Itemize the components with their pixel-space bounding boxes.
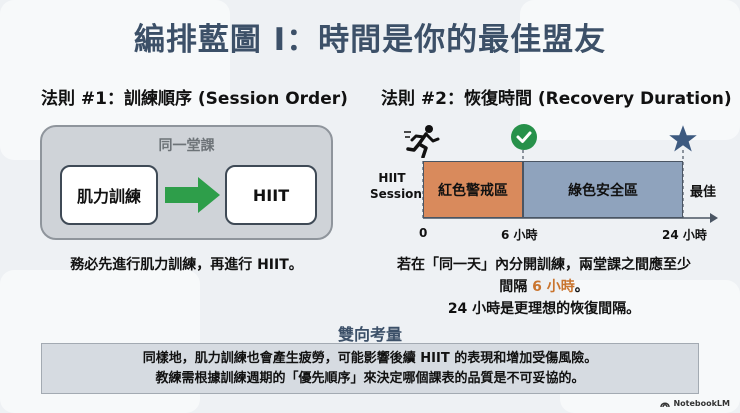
star-icon: [669, 125, 697, 152]
two-way-consideration-title: 雙向考量: [337, 325, 402, 344]
bottom-line1: 同樣地，肌力訓練也會產生疲勞，可能影響後續 HIIT 的表現和增加受傷風險。: [142, 350, 598, 366]
best-label: 最佳: [690, 185, 717, 200]
brand-text: NotebookLM: [673, 399, 730, 408]
rule2-caption: 若在「同一天」內分開訓練，兩堂課之間應至少 間隔 6 小時。 24 小時是更理想…: [368, 254, 720, 320]
hiit-session-line1: HIIT: [378, 171, 406, 185]
hiit-box: HIIT: [225, 165, 317, 225]
same-class-container: 同一堂課 肌力訓練 HIIT: [40, 125, 333, 240]
rule2-heading: 法則 #2：恢復時間 (Recovery Duration): [381, 89, 732, 109]
same-class-label: 同一堂課: [158, 138, 215, 154]
notebooklm-brand: NotebookLM: [660, 399, 730, 408]
red-warning-zone: 紅色警戒區: [423, 161, 523, 218]
strength-training-box: 肌力訓練: [60, 165, 158, 225]
running-person-icon: [404, 125, 440, 158]
rule2-caption-line1: 若在「同一天」內分開訓練，兩堂課之間應至少: [397, 257, 691, 273]
rule1-caption: 務必先進行肌力訓練，再進行 HIIT。: [70, 257, 303, 273]
notebooklm-logo-icon: [660, 402, 671, 407]
two-way-consideration-box: 同樣地，肌力訓練也會產生疲勞，可能影響後續 HIIT 的表現和增加受傷風險。 教…: [41, 343, 699, 394]
hiit-session-line2: Session: [370, 187, 422, 201]
hiit-session-label: HIIT Session: [370, 170, 422, 202]
background-piece: [520, 0, 740, 140]
green-safe-zone: 綠色安全區: [523, 161, 683, 218]
caption-prefix: 間隔: [499, 279, 533, 295]
rule2-caption-line3: 24 小時是更理想的恢復間隔。: [447, 301, 641, 317]
page-title: 編排藍圖 I：時間是你的最佳盟友: [133, 22, 607, 58]
tick-label: 6 小時: [501, 228, 538, 242]
six-hours-highlight: 6 小時: [532, 279, 575, 295]
arrow-right-icon: [165, 177, 220, 213]
tick-label: 24 小時: [662, 228, 707, 242]
caption-suffix: 。: [574, 279, 589, 295]
bottom-line2: 教練需根據訓練週期的「優先順序」來決定哪個課表的品質是不可妥協的。: [155, 370, 585, 386]
tick-label: 0: [419, 226, 428, 240]
check-circle-icon: [511, 124, 537, 150]
rule1-heading: 法則 #1：訓練順序 (Session Order): [41, 89, 348, 109]
rule2-caption-line2: 間隔 6 小時。: [368, 276, 720, 298]
